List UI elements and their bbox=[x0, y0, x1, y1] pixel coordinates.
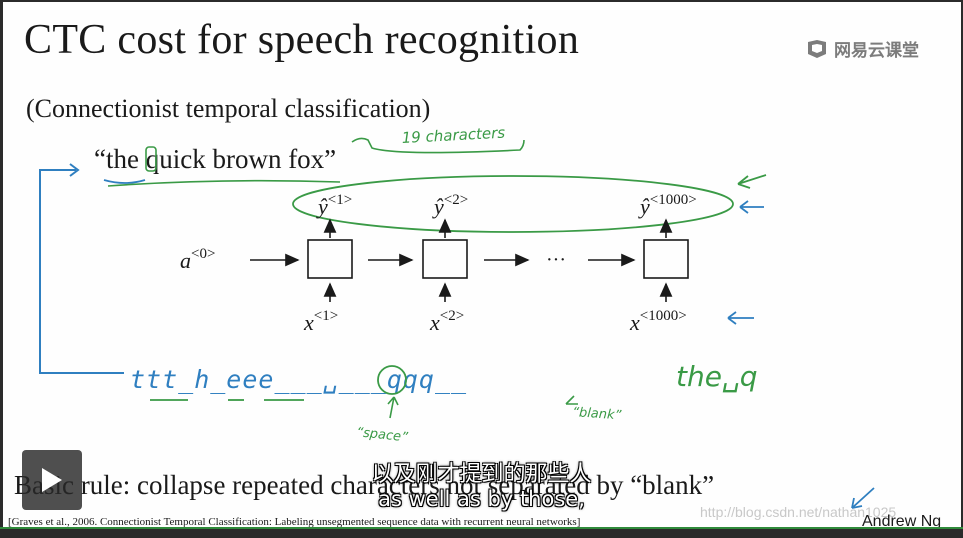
logo-text: 网易云课堂 bbox=[834, 41, 919, 61]
player-control-bar[interactable] bbox=[0, 529, 963, 538]
slide-subtitle: (Connectionist temporal classification) bbox=[26, 94, 431, 123]
ctc-output-sequence: ttt_h_eee___␣___qqq__ bbox=[130, 365, 467, 394]
activation-a0: a<0> bbox=[180, 246, 215, 273]
basic-rule-text: Basic rule: collapse repeated characters… bbox=[14, 470, 715, 500]
rule-pointer-arrow bbox=[851, 487, 875, 509]
rnn-cell-1 bbox=[307, 239, 353, 279]
the-underline bbox=[103, 179, 146, 184]
outputs-ellipse bbox=[292, 175, 734, 233]
output-y2: ŷ<2> bbox=[432, 192, 468, 219]
csdn-watermark: http://blog.csdn.net/nathan1025 bbox=[700, 504, 897, 520]
frame-edge-left bbox=[0, 0, 3, 538]
netease-cloud-classroom-icon bbox=[808, 39, 826, 58]
space-circle bbox=[377, 365, 407, 395]
output-y1: ŷ<1> bbox=[316, 192, 352, 219]
blue-pointer-arrow-1 bbox=[739, 200, 764, 214]
citation: [Graves et al., 2006. Connectionist Temp… bbox=[8, 516, 581, 528]
author-name: Andrew Ng bbox=[862, 513, 942, 530]
progress-bar[interactable] bbox=[0, 527, 963, 530]
rnn-cell-2 bbox=[422, 239, 468, 279]
char-count-bracket bbox=[351, 137, 525, 154]
example-sentence: “the quick brown fox” bbox=[94, 144, 337, 174]
frame-edge-top bbox=[0, 0, 963, 2]
sentence-underline bbox=[107, 179, 341, 187]
space-marker bbox=[145, 146, 157, 172]
video-subtitle-english: as well as by those, bbox=[378, 487, 585, 511]
rnn-cell-3 bbox=[643, 239, 689, 279]
input-x1000: x<1000> bbox=[629, 308, 687, 335]
frame-edge-right bbox=[961, 0, 963, 538]
left-bracket bbox=[39, 169, 124, 374]
rnn-ellipsis: ··· bbox=[546, 249, 566, 271]
blank-arrow bbox=[565, 395, 578, 405]
space-note: “space” bbox=[356, 425, 409, 445]
output-y1000: ŷ<1000> bbox=[638, 192, 697, 219]
blank-note: “blank” bbox=[572, 405, 622, 423]
play-button[interactable] bbox=[22, 450, 82, 510]
slide-title: CTC cost for speech recognition bbox=[24, 17, 580, 63]
left-bracket-arrow bbox=[69, 163, 80, 177]
char-count-note: 19 characters bbox=[401, 124, 505, 147]
video-subtitle-chinese: 以及刚才提到的那些人 bbox=[371, 462, 592, 487]
green-pointer-arrow bbox=[737, 174, 767, 189]
blue-pointer-arrow-2 bbox=[727, 311, 754, 325]
space-arrow bbox=[387, 396, 399, 419]
input-x2: x<2> bbox=[429, 308, 464, 335]
netease-logo: 网易云课堂 bbox=[806, 36, 919, 61]
collapsed-result: the␣q bbox=[676, 360, 758, 393]
input-x1: x<1> bbox=[303, 308, 338, 335]
play-icon bbox=[42, 468, 62, 492]
